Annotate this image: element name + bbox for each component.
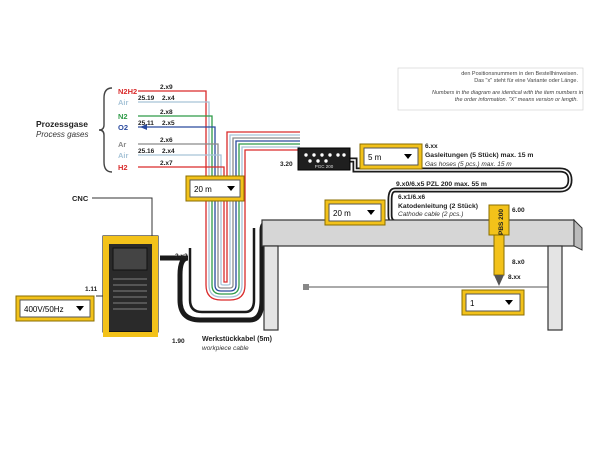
torch-count-value: 1 [470, 299, 475, 308]
power-unit-base [103, 332, 158, 337]
gas-code2-3: 25.11 [138, 120, 154, 127]
gas-code2-5: 25.16 [138, 148, 155, 155]
control-cable [188, 228, 256, 314]
chevron-down-icon [404, 154, 412, 159]
note-line1: den Positionsnummern in den Bestellhinwe… [461, 71, 578, 77]
gas-code2-1: 25.19 [138, 95, 155, 102]
gas-hose-length-select[interactable]: 5 m [359, 143, 423, 170]
note-line2: Das "x" steht für eine Variante oder Län… [474, 78, 578, 84]
chevron-down-icon [505, 300, 513, 305]
code-8x0: 8.x0 [512, 259, 525, 266]
code-2x2: 2.x2 [175, 253, 188, 260]
gas-code-3: 2.x5 [162, 120, 175, 127]
gas-name-5: Air [118, 151, 129, 160]
mains-voltage-value: 400V/50Hz [24, 305, 64, 314]
workpiece-en: workpiece cable [202, 345, 249, 352]
chevron-down-icon [227, 186, 235, 191]
hose-bundle [205, 131, 300, 301]
gas-name-3: O2 [118, 123, 128, 132]
cnc-label: CNC [72, 194, 89, 203]
workpiece-clamp [303, 284, 309, 290]
chevron-down-icon [76, 306, 84, 311]
pgc-unit [297, 147, 351, 171]
hose-length-value: 20 m [194, 185, 212, 194]
code-6xx: 6.xx [425, 143, 438, 150]
gas-hoses-de: Gasleitungen (5 Stück) max. 15 m [425, 152, 533, 159]
code-6x1: 6.x1/6.x6 [398, 194, 425, 201]
code-600: 6.00 [512, 207, 525, 214]
code-190: 1.90 [172, 338, 185, 345]
gas-bracket [98, 87, 113, 173]
gantry-leg-right [547, 245, 563, 331]
gantry-end [573, 218, 583, 251]
power-unit-trim-right [152, 236, 158, 332]
note-box [397, 67, 584, 111]
gas-name-0: N2H2 [118, 87, 137, 96]
gantry-beam [261, 219, 575, 247]
power-unit-grille [113, 278, 147, 310]
gas-hose-inner [348, 159, 571, 223]
gas-hose-length-value: 5 m [368, 153, 382, 162]
code-8xx: 8.xx [508, 274, 521, 281]
cnc-line [92, 197, 153, 236]
code-320: 3.20 [280, 161, 293, 168]
code-111: 1.11 [85, 286, 98, 293]
gas-name-4: Ar [118, 140, 126, 149]
gas-name-6: H2 [118, 163, 128, 172]
gas-code-0: 2.x9 [160, 84, 173, 91]
o2-arrow-icon [140, 124, 147, 130]
gas-code-2: 2.x8 [160, 109, 173, 116]
power-unit-trim-left [103, 236, 109, 332]
cathode-en: Cathode cable (2 pcs.) [398, 211, 463, 218]
note-line3: Numbers in the diagram are identical wit… [432, 90, 583, 96]
gas-hoses-en: Gas hoses (5 pcs.) max. 15 m [425, 161, 512, 168]
gas-name-1: Air [118, 98, 129, 107]
pzl-length-select[interactable]: 20 m [324, 199, 386, 226]
gas-code-4: 2.x6 [160, 137, 173, 144]
power-unit-panel [112, 247, 148, 271]
power-unit-top [103, 236, 158, 244]
pgc-label: PGC 200 [315, 164, 334, 169]
pgc-indicators [304, 153, 346, 163]
workpiece-de: Werkstückkabel (5m) [202, 336, 272, 343]
pzl-length-value: 20 m [333, 209, 351, 218]
gas-code-1: 2.x4 [162, 95, 175, 102]
torch-shaft [493, 234, 505, 276]
process-gases-subtitle: Process gases [36, 130, 88, 139]
note-line4: the order information. "X" means version… [455, 97, 578, 103]
cathode-de: Katodenleitung (2 Stück) [398, 203, 478, 210]
gas-code-5: 2.x4 [162, 148, 175, 155]
gas-lines [138, 90, 225, 168]
chevron-down-icon [367, 210, 375, 215]
gas-code-6: 2.x7 [160, 160, 173, 167]
torch-label: PBS 200 [498, 209, 505, 235]
gantry-leg-left [263, 245, 279, 331]
mains-voltage-select[interactable]: 400V/50Hz [15, 295, 95, 322]
pzl-label: 9.x0/6.x5 PZL 200 max. 55 m [396, 181, 487, 188]
hose-length-select[interactable]: 20 m [185, 175, 245, 202]
torch-count-select[interactable]: 1 [461, 289, 525, 316]
torch-nozzle [494, 275, 504, 286]
gas-name-2: N2 [118, 112, 128, 121]
process-gases-title: Prozessgase [36, 119, 88, 129]
